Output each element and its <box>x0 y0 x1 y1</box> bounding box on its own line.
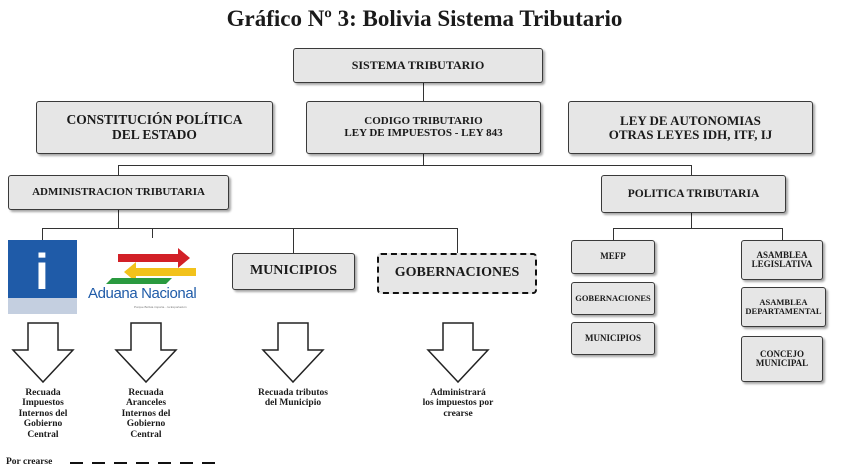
constitucion-box: CONSTITUCIÓN POLÍTICA DEL ESTADO <box>36 101 273 154</box>
legend-label: Por crearse <box>6 457 53 467</box>
connector <box>152 228 153 240</box>
connector <box>293 228 294 253</box>
down-arrow-icon <box>426 322 490 384</box>
connector <box>118 165 692 166</box>
connector <box>423 83 424 101</box>
gobernaciones-box: GOBERNACIONES <box>377 253 537 294</box>
aduana-arrows-icon <box>106 248 196 284</box>
sistema-tributario-box: SISTEMA TRIBUTARIO <box>293 48 543 83</box>
aduana-caption: Recuada Aranceles Internos del Gobierno … <box>121 388 171 440</box>
connector <box>691 165 692 175</box>
down-arrow-icon <box>11 322 75 384</box>
constitucion-label: CONSTITUCIÓN POLÍTICA DEL ESTADO <box>66 112 243 142</box>
ley-autonomias-box: LEY DE AUTONOMIAS OTRAS LEYES IDH, ITF, … <box>568 101 813 154</box>
ley-label: LEY DE AUTONOMIAS OTRAS LEYES IDH, ITF, … <box>608 112 773 142</box>
asamblea-departamental-box: ASAMBLEA DEPARTAMENTAL <box>741 287 826 327</box>
connector <box>423 154 424 166</box>
down-arrow-icon <box>114 322 178 384</box>
connector <box>782 228 783 240</box>
connector <box>42 228 458 229</box>
connector <box>42 228 43 240</box>
aduana-text: Aduana Nacional <box>88 285 197 302</box>
asamblea-legislativa-label: ASAMBLEA LEGISLATIVA <box>751 249 813 269</box>
page-title: Gráfico Nº 3: Bolivia Sistema Tributario <box>226 6 623 31</box>
impuestos-caption: Recuada Impuestos Internos del Gobierno … <box>18 388 68 440</box>
connector <box>691 213 692 228</box>
aduana-slogan: Porque Bolivia importa... la Exportación <box>134 305 187 309</box>
politica-gobernaciones-box: GOBERNACIONES <box>571 282 655 315</box>
concejo-municipal-label: CONCEJO MUNICIPAL <box>755 348 809 368</box>
codigo-tributario-box: CODIGO TRIBUTARIO LEY DE IMPUESTOS - LEY… <box>306 101 541 154</box>
aduana-logo: Aduana Nacional Porque Bolivia importa..… <box>86 238 219 314</box>
concejo-municipal-box: CONCEJO MUNICIPAL <box>741 336 823 382</box>
connector <box>118 165 119 175</box>
impuestos-logo-band <box>8 298 77 314</box>
asamblea-legislativa-box: ASAMBLEA LEGISLATIVA <box>741 240 823 280</box>
municipios-caption: Recuada tributos del Municipio <box>258 388 328 409</box>
codigo-label: CODIGO TRIBUTARIO LEY DE IMPUESTOS - LEY… <box>344 114 503 139</box>
gobernaciones-caption: Administrará los impuestos por crearse <box>422 388 494 419</box>
connector <box>613 228 783 229</box>
connector <box>118 210 119 228</box>
asamblea-departamental-label: ASAMBLEA DEPARTAMENTAL <box>745 297 822 316</box>
connector <box>457 228 458 253</box>
politica-tributaria-box: POLITICA TRIBUTARIA <box>601 175 786 213</box>
politica-municipios-box: MUNICIPIOS <box>571 322 655 355</box>
impuestos-logo: i <box>8 240 77 314</box>
connector <box>613 228 614 240</box>
down-arrow-icon <box>261 322 325 384</box>
municipios-box: MUNICIPIOS <box>232 253 355 290</box>
impuestos-letter: i <box>35 244 49 300</box>
administracion-tributaria-box: ADMINISTRACION TRIBUTARIA <box>8 175 229 210</box>
mefp-box: MEFP <box>571 240 655 274</box>
